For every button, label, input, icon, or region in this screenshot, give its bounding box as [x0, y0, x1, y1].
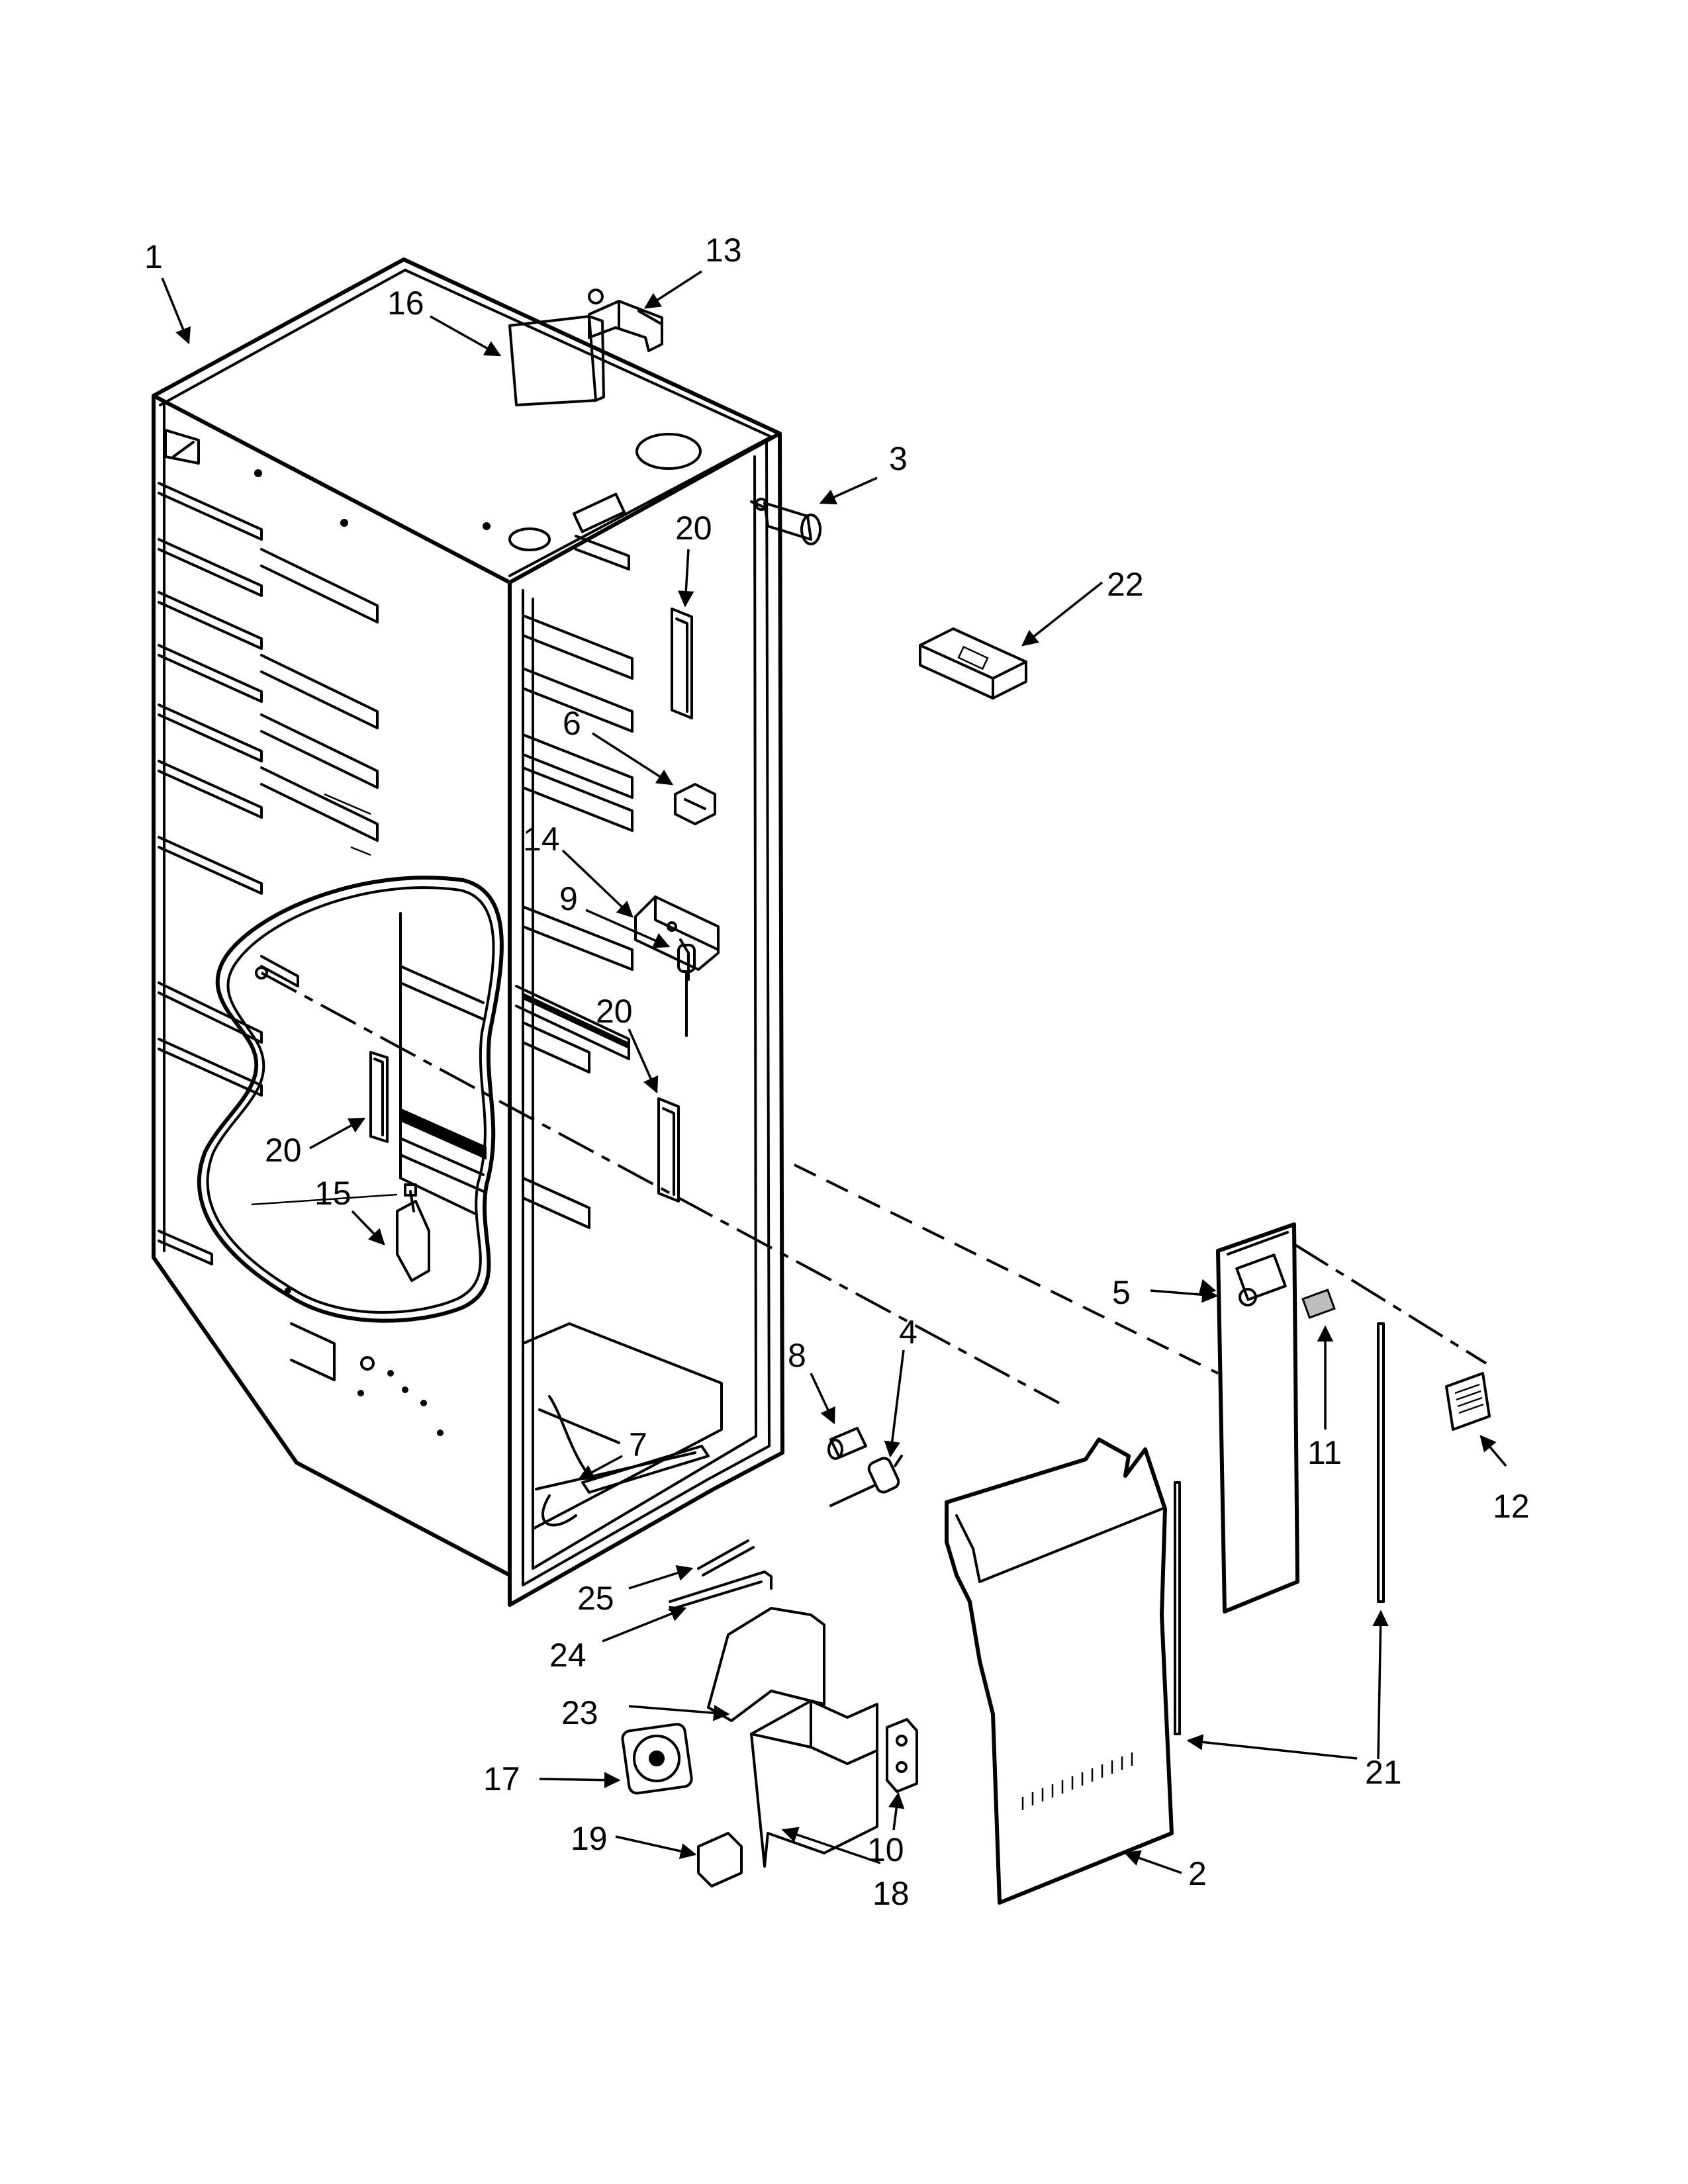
part-20-light-cover-cutaway — [369, 1051, 389, 1143]
part-4-screwdriver-probe — [829, 1455, 903, 1507]
part-16-label — [508, 315, 605, 406]
callout-11: 11 — [1307, 1434, 1342, 1471]
part-20-light-cover-upper — [671, 608, 693, 719]
callout-24: 24 — [549, 1637, 586, 1674]
callout-17: 17 — [483, 1760, 520, 1797]
part-12-cover — [1445, 1372, 1491, 1431]
callout-20-lower: 20 — [596, 993, 633, 1030]
callout-20-cutaway: 20 — [265, 1132, 302, 1169]
callout-23: 23 — [561, 1694, 598, 1731]
callout-22: 22 — [1107, 566, 1144, 603]
liner-shelf-ribs-right — [522, 535, 633, 1229]
part-19-connector — [697, 1832, 743, 1888]
rear-cover-vent-slots — [1021, 1752, 1133, 1810]
part-21-trim-strip-right — [1377, 1322, 1385, 1603]
part-22-control-housing — [919, 627, 1027, 700]
callout-20-upper: 20 — [675, 510, 712, 547]
part-15-sensor — [396, 1183, 430, 1282]
part-2-rear-cover — [945, 1437, 1174, 1905]
callout-8: 8 — [788, 1337, 806, 1374]
part-3-water-filter — [750, 498, 821, 545]
part-21-trim-strip-left — [1174, 1481, 1181, 1735]
callout-1: 1 — [144, 238, 163, 275]
callout-13: 13 — [705, 232, 742, 269]
callout-9: 9 — [559, 880, 578, 917]
callout-18: 18 — [872, 1875, 910, 1912]
callout-14: 14 — [523, 821, 560, 858]
callout-12: 12 — [1493, 1488, 1530, 1525]
part-20-light-cover-lower — [657, 1097, 680, 1203]
callout-19: 19 — [571, 1820, 608, 1857]
liner-cutaway-view — [197, 876, 630, 1323]
callout-5: 5 — [1112, 1274, 1131, 1311]
part-17-fan-motor — [621, 1723, 693, 1795]
callout-2: 2 — [1188, 1855, 1207, 1892]
part-6-switch — [674, 783, 716, 825]
callout-7: 7 — [629, 1426, 647, 1463]
part-10-damper — [886, 1718, 918, 1793]
liner-cabinet-part-1 — [152, 257, 784, 1607]
part-24-tube — [669, 1570, 773, 1611]
part-18-fan-housing — [750, 1700, 878, 1868]
part-8-lamp-socket — [827, 1427, 867, 1460]
callout-4: 4 — [899, 1314, 917, 1351]
explosion-lines — [261, 972, 1487, 1404]
leader-lines — [161, 270, 1507, 1874]
part-14-light-housing — [634, 895, 720, 971]
part-13-bracket — [588, 289, 663, 352]
callout-6: 6 — [563, 705, 581, 742]
part-25-gasket — [697, 1539, 755, 1576]
part-5-dispenser-panel — [1216, 1222, 1299, 1614]
callout-16: 16 — [387, 285, 424, 322]
part-9-thermistor — [677, 938, 696, 1037]
callout-15: 15 — [314, 1175, 352, 1212]
callout-25: 25 — [577, 1580, 614, 1617]
callout-3: 3 — [889, 440, 908, 477]
callout-10: 10 — [867, 1831, 904, 1868]
callout-21: 21 — [1365, 1754, 1402, 1791]
liner-shelf-ribs-left — [158, 482, 379, 1381]
callout-labels: 1 2 3 4 5 6 7 8 9 10 11 12 13 14 15 16 1… — [144, 232, 1530, 1912]
part-11-keypad — [1301, 1289, 1336, 1319]
